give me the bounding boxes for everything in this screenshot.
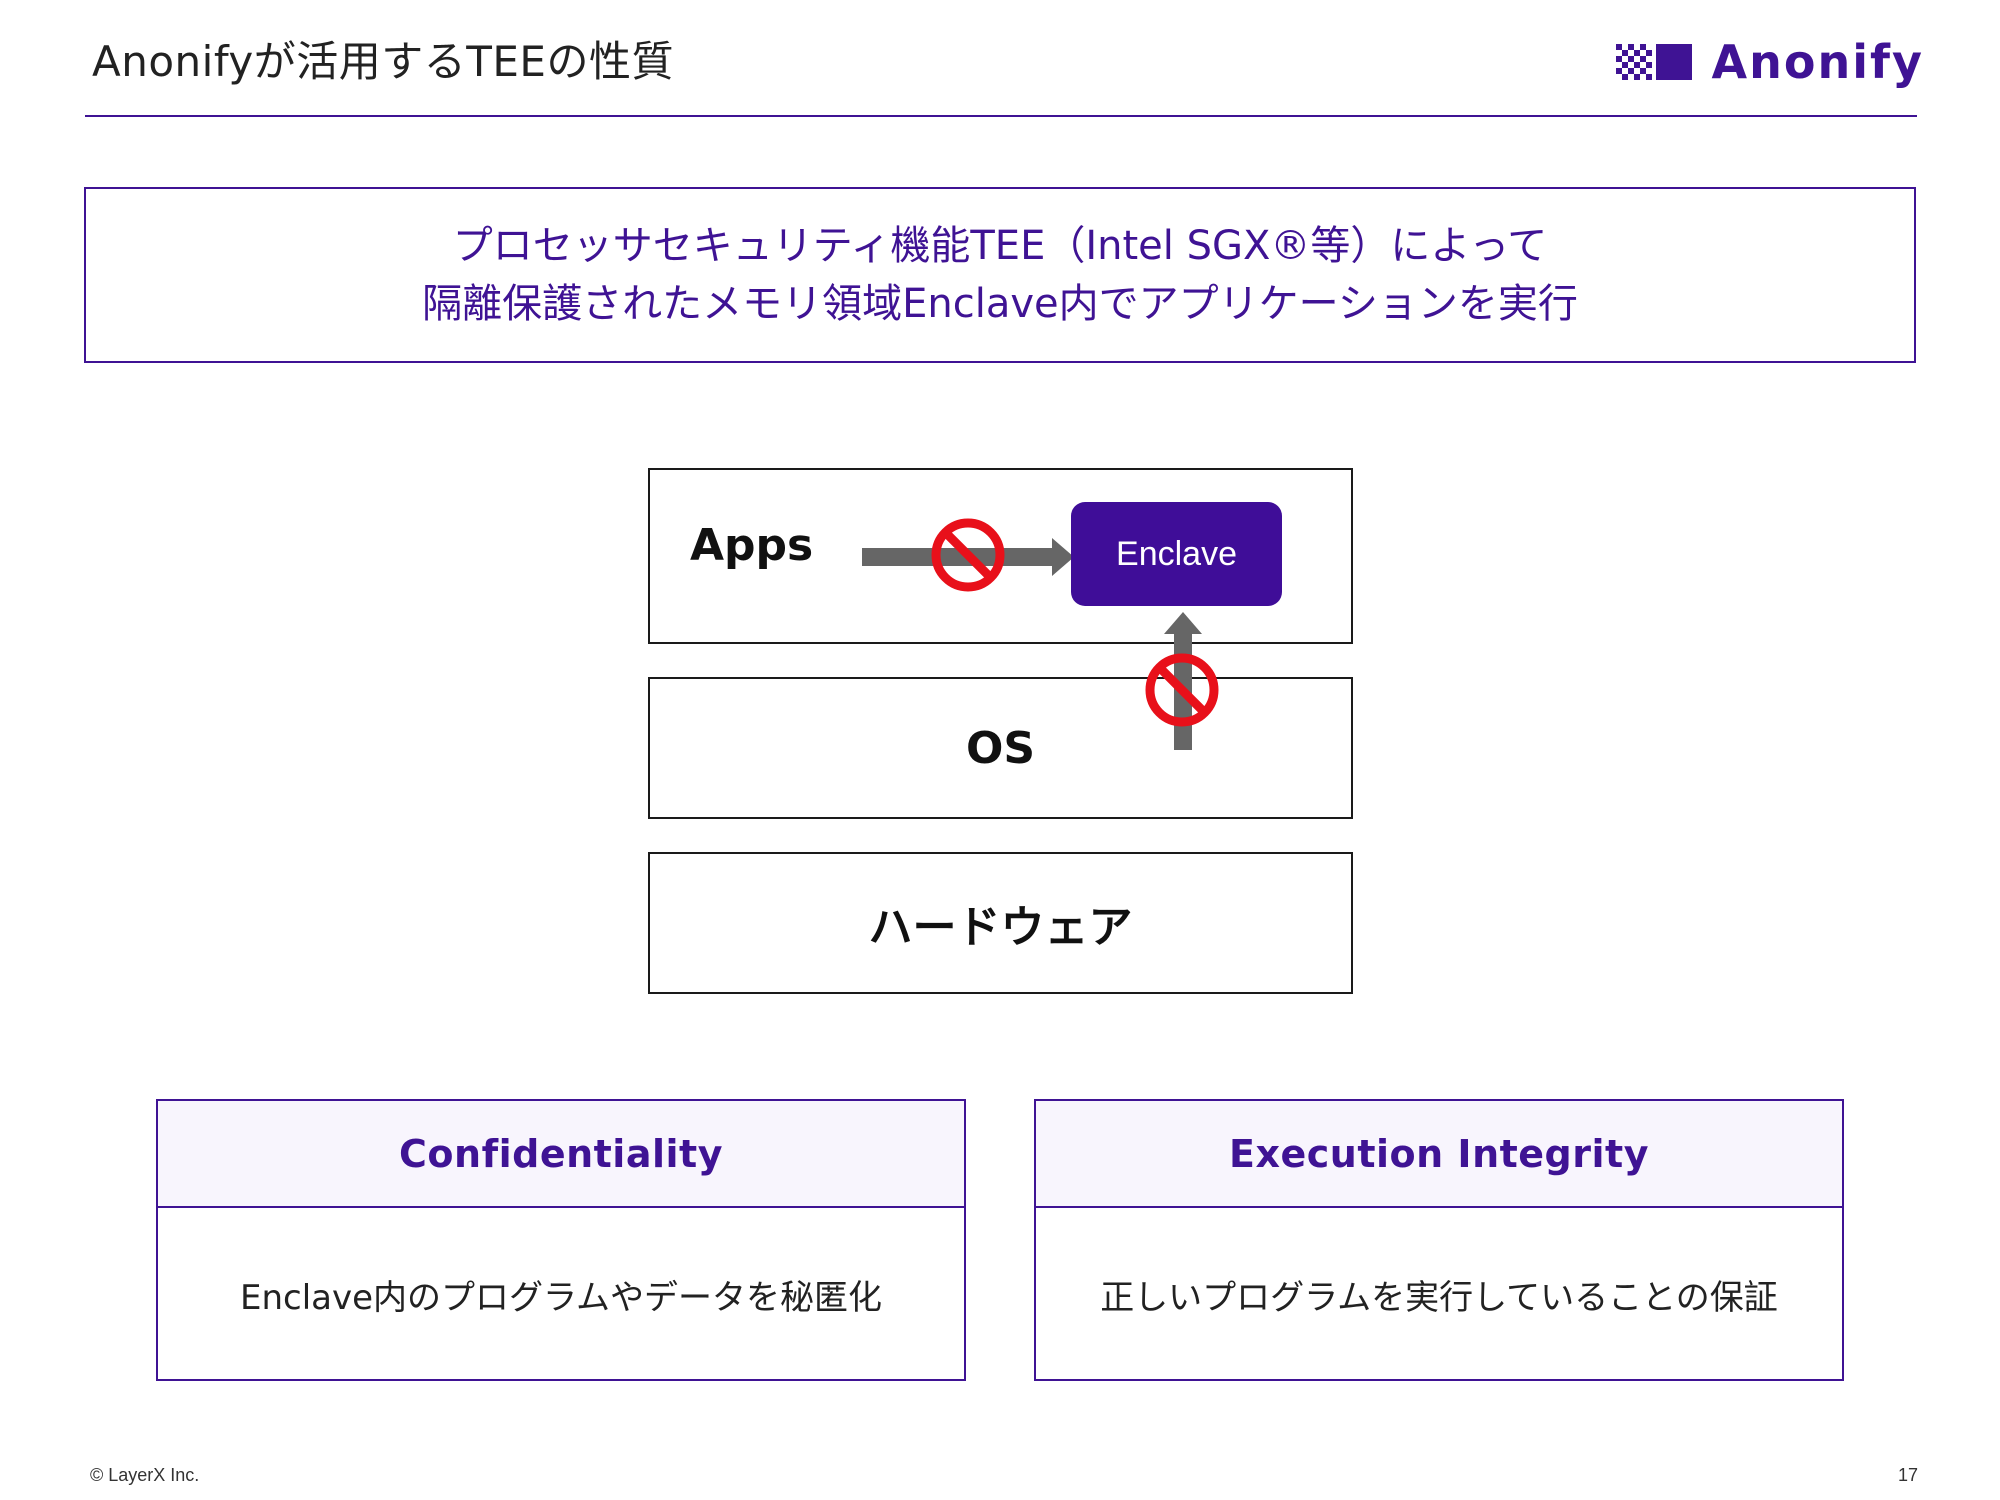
- headline-line-2: 隔離保護されたメモリ領域Enclave内でアプリケーションを実行: [422, 281, 1578, 327]
- copyright: © LayerX Inc.: [90, 1465, 200, 1485]
- hardware-layer: ハードウェア: [648, 852, 1353, 994]
- execution-integrity-card: Execution Integrity 正しいプログラムを実行していることの保証: [1034, 1099, 1844, 1381]
- headline-line-1: プロセッサセキュリティ機能TEE（Intel SGX®等）によって: [452, 223, 1548, 269]
- enclave-label: Enclave: [1116, 534, 1237, 573]
- card-title: Confidentiality: [158, 1101, 964, 1208]
- prohibited-icon: [1145, 653, 1219, 727]
- card-title: Execution Integrity: [1036, 1101, 1842, 1208]
- hardware-label: ハードウェア: [868, 902, 1133, 953]
- enclave-box: Enclave: [1071, 502, 1282, 606]
- page-number: 17: [1897, 1465, 1918, 1485]
- header-divider: [85, 115, 1917, 117]
- logo-text: Anonify: [1711, 35, 1924, 89]
- page-title: Anonifyが活用するTEEの性質: [92, 37, 674, 86]
- prohibited-icon: [931, 518, 1005, 592]
- anonify-logo-icon: [1615, 44, 1692, 80]
- headline-box: プロセッサセキュリティ機能TEE（Intel SGX®等）によって 隔離保護され…: [84, 187, 1916, 363]
- apps-to-enclave-arrow: [862, 538, 1074, 576]
- card-description: Enclave内のプログラムやデータを秘匿化: [239, 1278, 883, 1318]
- os-layer: OS: [648, 677, 1353, 819]
- confidentiality-card: Confidentiality Enclave内のプログラムやデータを秘匿化: [156, 1099, 966, 1381]
- os-label: OS: [965, 722, 1036, 774]
- card-description: 正しいプログラムを実行していることの保証: [1100, 1278, 1778, 1318]
- apps-label: Apps: [690, 520, 814, 571]
- brand-logo: Anonify: [1615, 34, 1924, 90]
